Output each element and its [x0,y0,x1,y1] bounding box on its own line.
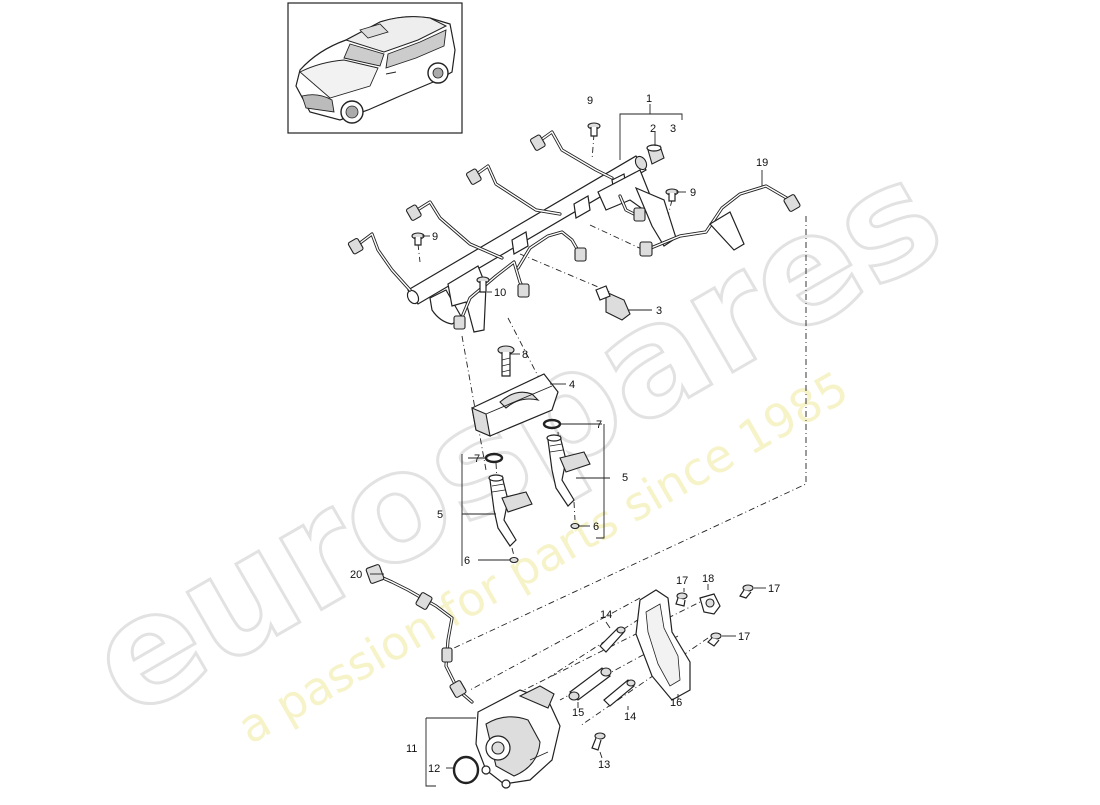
fuel-rail-assembly [347,130,801,333]
callout-2: 2 [650,123,656,135]
pushrod-14-lower [603,679,636,707]
callout-17-left: 17 [676,575,688,587]
callout-3-top: 3 [670,123,676,135]
callout-12: 12 [428,763,440,775]
bolt-17-lower [707,632,722,647]
bolt-13 [591,732,606,751]
callout-10: 10 [494,287,506,299]
callout-5-right: 5 [622,472,628,484]
callout-9-left: 9 [432,231,438,243]
callout-7-left: 7 [474,453,480,465]
callout-3-sensor: 3 [656,305,662,317]
callout-17-lower: 17 [738,631,750,643]
callout-5-left: 5 [437,509,443,521]
bolt-9-top [587,122,601,137]
tappet-15 [568,667,612,701]
callout-14-lower: 14 [624,711,636,723]
injector-clamp [471,373,559,437]
watermark: eurospares a passion for parts since 198… [60,125,971,755]
callout-17-right: 17 [768,583,780,595]
callout-20: 20 [350,569,362,581]
rail-cap [646,144,665,165]
bolt-17-right [739,584,754,599]
bolt-9-left [411,232,425,246]
callout-13: 13 [598,759,610,771]
callout-6-right: 6 [593,521,599,533]
high-pressure-line [365,564,474,704]
callout-8: 8 [522,349,528,361]
callout-9-right: 9 [690,187,696,199]
callout-7-right: 7 [596,419,602,431]
callout-labels: 1 2 3 9 19 9 9 10 3 8 4 7 7 5 5 6 6 20 1… [350,93,780,775]
injector-left [488,474,533,547]
seal-6-right [570,522,580,530]
callout-6-left: 6 [464,555,470,567]
bolt-9-right [665,188,679,202]
callout-14-upper: 14 [600,609,612,621]
watermark-brand: eurospares [61,126,969,751]
vehicle-thumbnail [287,2,463,134]
bolt-10 [476,276,490,293]
callout-19: 19 [756,157,768,169]
leader-lines [370,104,766,787]
pump-o-ring [452,755,480,785]
callout-11: 11 [406,743,417,755]
callout-16: 16 [670,697,682,709]
callout-15: 15 [572,707,584,719]
callout-1: 1 [646,93,652,105]
callout-18: 18 [702,573,714,585]
callout-4: 4 [569,379,575,391]
suv-icon [295,16,456,124]
clip-18 [699,593,721,615]
bolt-8 [497,345,515,377]
high-pressure-pump [475,685,561,789]
callout-9-top: 9 [587,95,593,107]
pushrod-14-upper [599,626,626,653]
pressure-sensor [595,285,631,321]
bolt-17-left [675,592,688,607]
seal-6-left [509,556,519,564]
cover-plate [635,589,691,701]
injector-right [546,434,591,507]
